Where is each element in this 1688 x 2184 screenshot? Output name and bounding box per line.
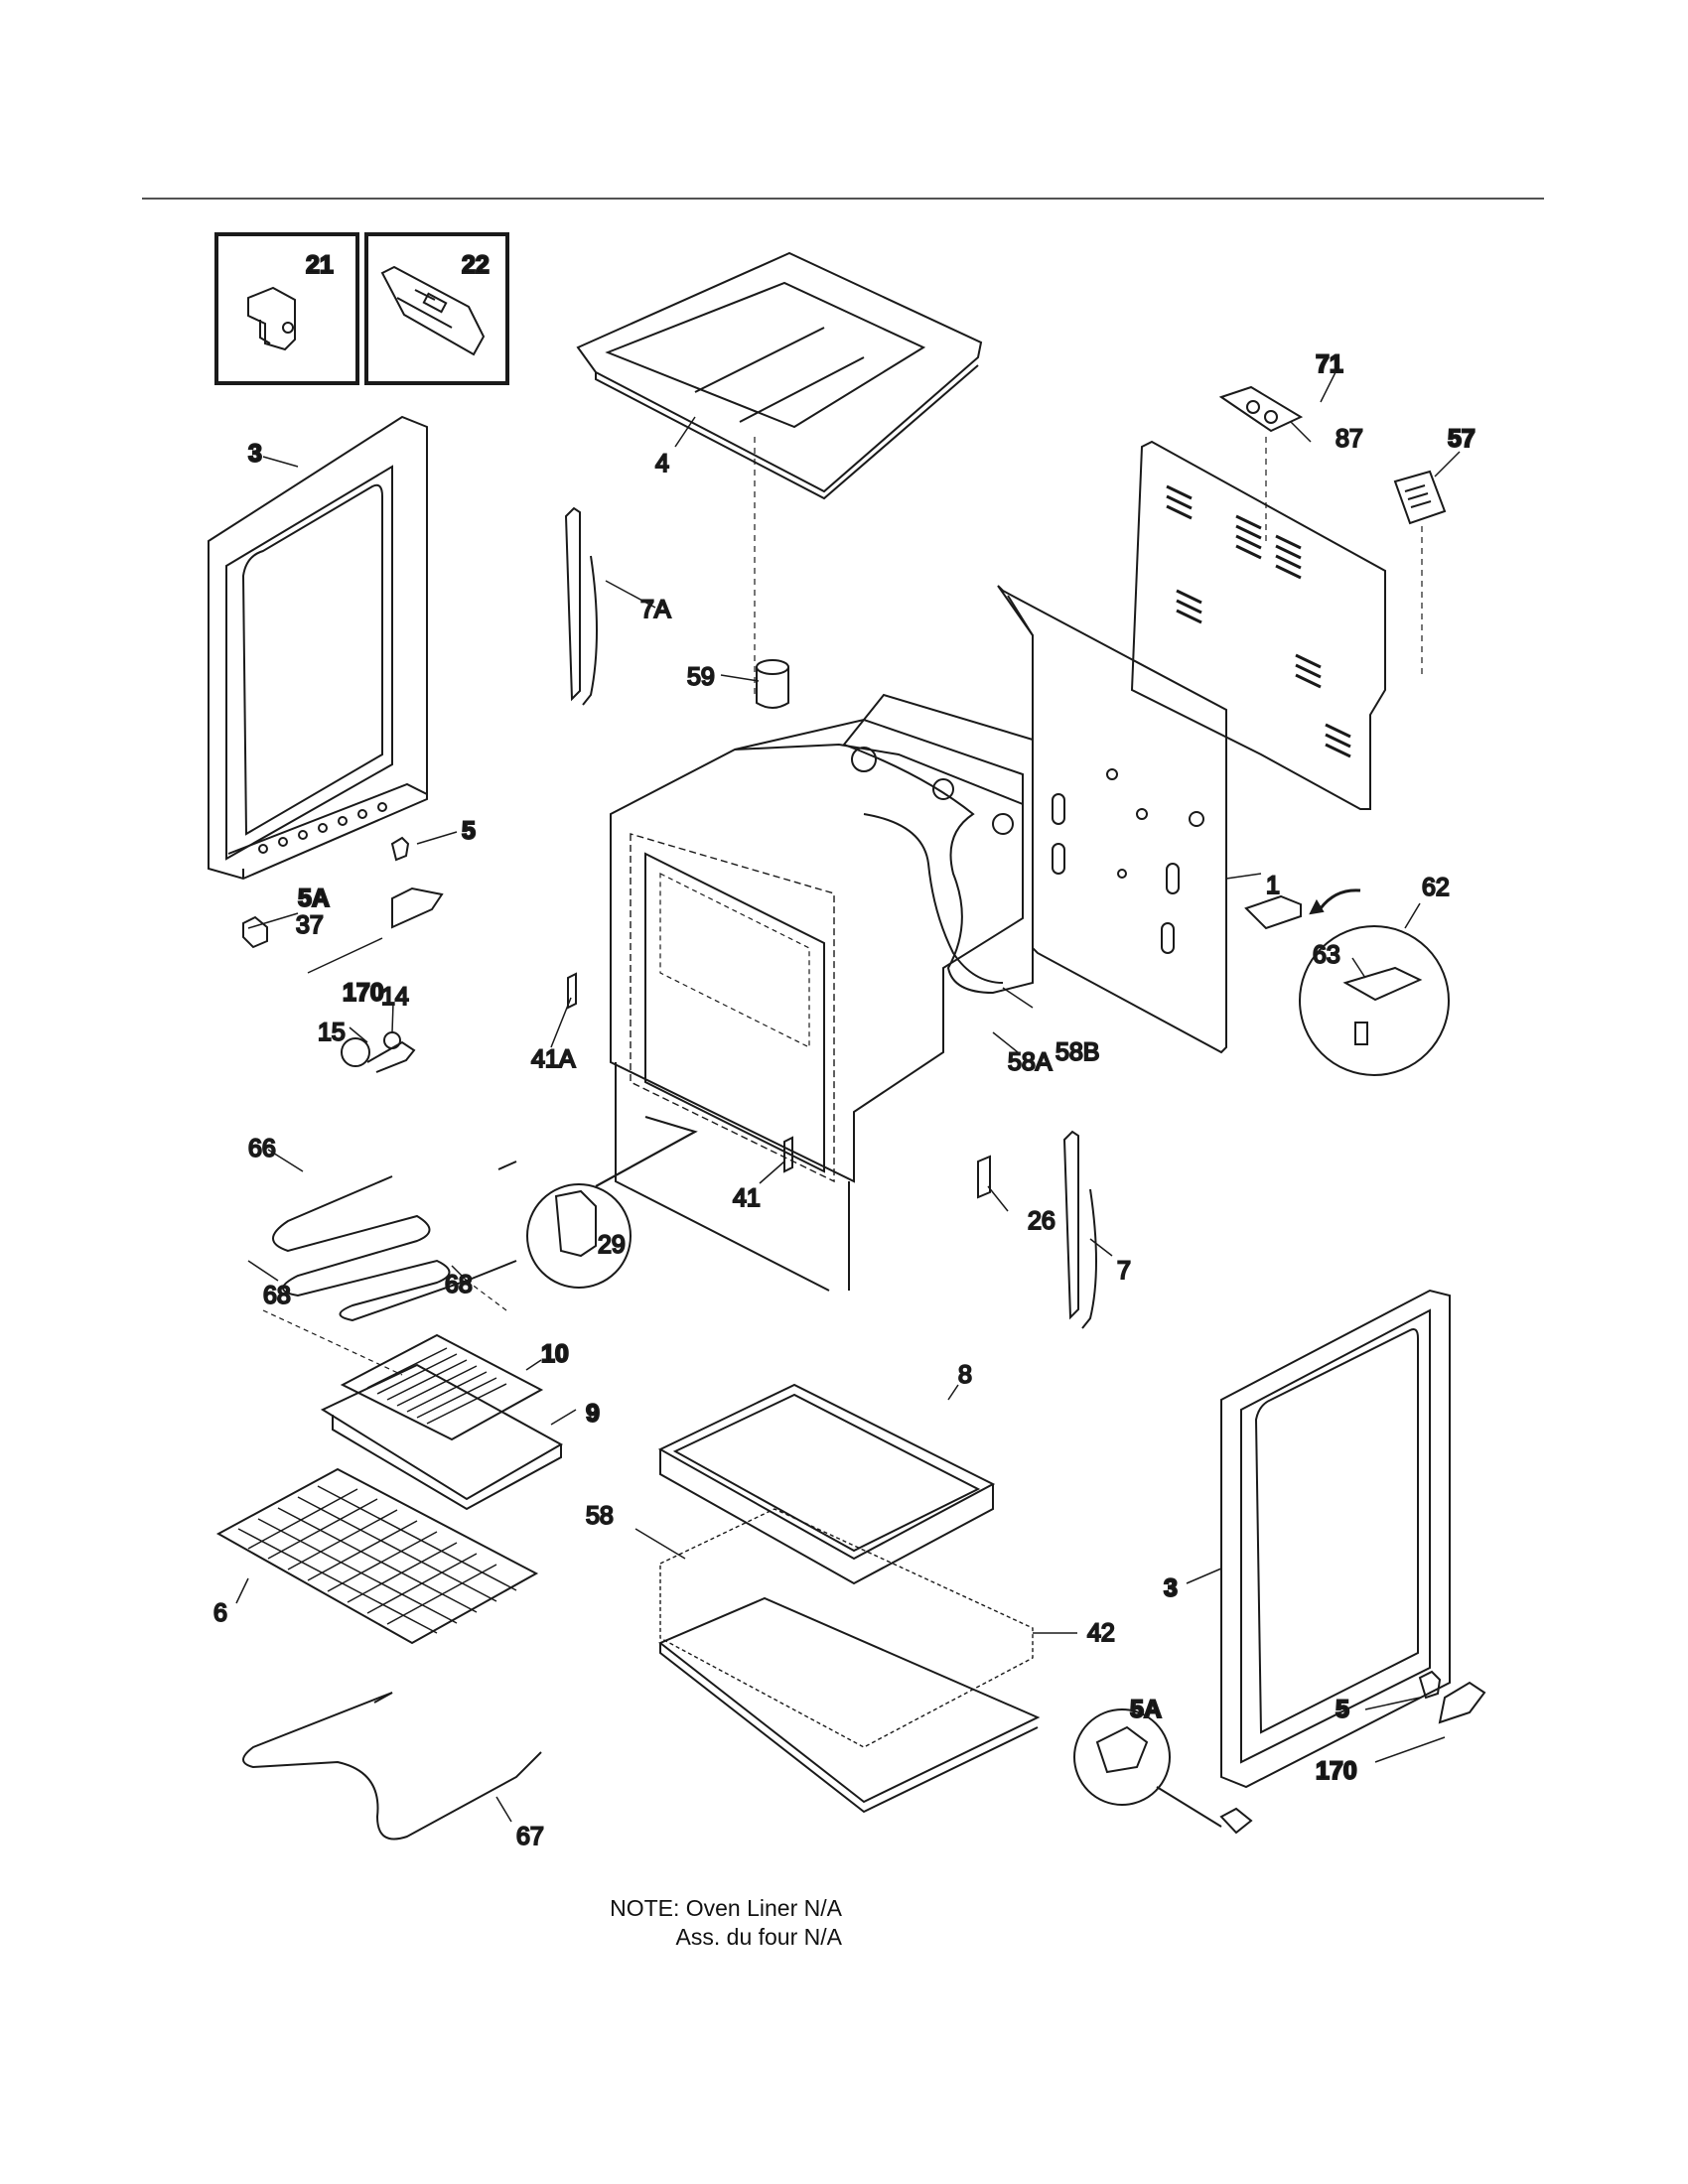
back-panel: [997, 585, 1227, 1054]
label-part-29: 29: [598, 1231, 626, 1259]
rack-guide-7a: [564, 506, 598, 706]
leader-lines: [235, 371, 1461, 1823]
label-part-42: 42: [1087, 1619, 1115, 1647]
label-part-4: 4: [655, 450, 669, 478]
inset-box-21: [214, 232, 359, 385]
label-part-7a: 7A: [640, 596, 671, 623]
label-part-8: 8: [958, 1361, 972, 1389]
label-part-3-right: 3: [1164, 1574, 1178, 1602]
rack-guide-7: [1062, 1130, 1097, 1329]
label-part-68-b: 68: [263, 1282, 291, 1309]
inset-box-22: [364, 232, 509, 385]
bracket-41a: [567, 972, 577, 1010]
label-part-3-left: 3: [248, 440, 262, 468]
top-cover: [576, 251, 983, 695]
label-part-66: 66: [248, 1135, 276, 1162]
label-part-58a: 58A: [1008, 1048, 1053, 1076]
label-part-62: 62: [1422, 874, 1450, 901]
label-part-63: 63: [1313, 941, 1340, 969]
oven-body: [610, 718, 1024, 1292]
label-part-21: 21: [306, 251, 334, 279]
label-part-59: 59: [687, 663, 715, 691]
insulation-blanket: [842, 693, 1034, 995]
label-part-5-right: 5: [1336, 1696, 1349, 1723]
vent-cover-57: [1393, 470, 1447, 675]
left-oven-door: [208, 415, 428, 881]
label-part-26: 26: [1028, 1207, 1055, 1235]
label-part-57: 57: [1448, 425, 1476, 453]
label-part-5a-left: 5A: [298, 885, 330, 912]
label-part-5-left: 5: [462, 817, 476, 845]
drawer-insulation: [659, 1508, 1034, 1748]
label-part-15: 15: [318, 1019, 346, 1046]
label-part-37: 37: [296, 911, 324, 939]
note-block: NOTE: Oven Liner N/A Ass. du four N/A: [608, 1894, 842, 1952]
bracket-26: [977, 1155, 991, 1199]
right-hinge-parts: [1073, 1670, 1486, 1835]
knob-59: [756, 659, 789, 709]
bracket-29-detail: [526, 1115, 698, 1289]
label-part-68-a: 68: [445, 1271, 473, 1298]
label-part-10: 10: [541, 1340, 569, 1368]
bake-element: [242, 1692, 542, 1841]
note-line-1: NOTE: Oven Liner N/A: [610, 1895, 842, 1921]
label-part-9: 9: [586, 1400, 600, 1428]
rear-cover: [1130, 440, 1386, 810]
rear-cover-vents: [1166, 484, 1351, 758]
back-panel-holes: [1052, 768, 1204, 954]
bracket-87: [1218, 385, 1304, 541]
broiler-pan-insert: [340, 1333, 544, 1441]
label-part-5a-right: 5A: [1130, 1696, 1162, 1723]
label-part-41a: 41A: [531, 1045, 576, 1073]
bottom-panel: [658, 1596, 1041, 1814]
broil-element: [262, 1160, 517, 1376]
oven-rack: [215, 1467, 539, 1645]
label-part-58b: 58B: [1055, 1038, 1099, 1066]
label-part-14: 14: [381, 983, 409, 1011]
label-part-7: 7: [1117, 1257, 1131, 1285]
label-part-67: 67: [516, 1823, 544, 1850]
broiler-pan: [320, 1363, 564, 1511]
note-line-2: Ass. du four N/A: [675, 1924, 842, 1950]
label-part-170-left: 170: [343, 979, 384, 1007]
label-part-58: 58: [586, 1502, 614, 1530]
label-part-170-right: 170: [1316, 1757, 1357, 1785]
label-part-41: 41: [733, 1184, 761, 1212]
storage-drawer: [657, 1383, 996, 1585]
label-part-71: 71: [1316, 350, 1343, 378]
label-part-87: 87: [1336, 425, 1363, 453]
label-part-6: 6: [213, 1599, 227, 1627]
right-oven-door: [1220, 1289, 1451, 1789]
label-part-22: 22: [462, 251, 490, 279]
label-part-1: 1: [1266, 872, 1280, 899]
door-vent-holes: [258, 802, 387, 854]
terminal-block-detail: [1244, 888, 1450, 1076]
